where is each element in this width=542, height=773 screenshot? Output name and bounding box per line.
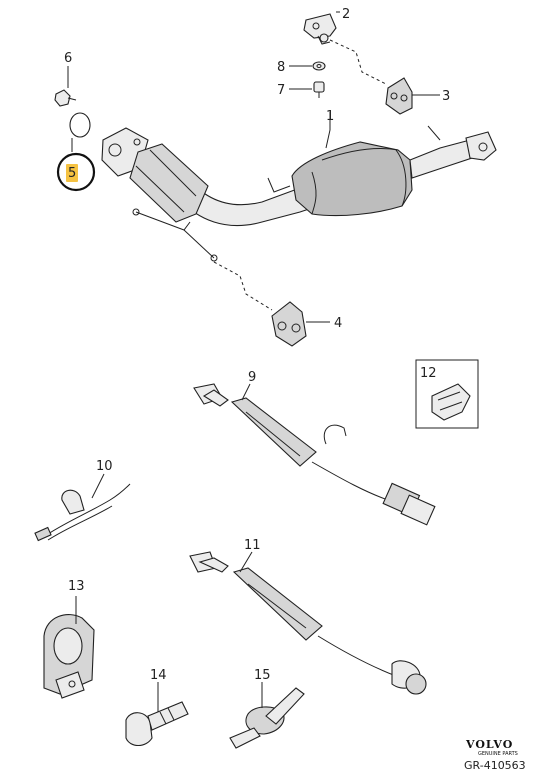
callout-leaders (67, 11, 440, 712)
part-1-exhaust-pipe[interactable] (101, 125, 497, 262)
part-5-gasket-ring[interactable] (69, 112, 91, 138)
part-label-15[interactable]: 15 (254, 668, 271, 683)
part-7-bolt[interactable] (313, 81, 325, 98)
part-number-labels: 2 3 1 4 5 6 7 8 9 10 11 12 13 14 15 (64, 7, 450, 683)
part-4-rubber-hanger[interactable] (271, 301, 307, 347)
part-15-retaining-clip[interactable] (229, 687, 305, 749)
brand-logo: VOLVO (465, 738, 513, 751)
part-label-2[interactable]: 2 (342, 7, 350, 22)
part-label-1[interactable]: 1 (326, 109, 334, 124)
part-3-rubber-hanger[interactable] (385, 77, 413, 115)
part-6-bolt[interactable] (54, 89, 77, 107)
part-label-13[interactable]: 13 (68, 579, 85, 594)
part-label-7[interactable]: 7 (277, 83, 285, 98)
part-10-cable-clip[interactable] (34, 483, 131, 542)
part-12-clip[interactable] (415, 359, 479, 429)
part-label-3[interactable]: 3 (442, 89, 450, 104)
part-label-8[interactable]: 8 (277, 60, 285, 75)
part-11-oxygen-sensor[interactable] (189, 551, 427, 695)
part-label-11[interactable]: 11 (244, 538, 261, 553)
part-label-9[interactable]: 9 (248, 370, 256, 385)
part-13-rubber-mount[interactable] (43, 614, 95, 699)
part-2-bracket-clamp[interactable] (303, 13, 337, 45)
part-9-oxygen-sensor[interactable] (193, 383, 436, 526)
part-14-bolt[interactable] (125, 701, 189, 747)
part-label-5[interactable]: 5 (68, 166, 76, 181)
part-8-washer[interactable] (312, 61, 326, 71)
part-label-14[interactable]: 14 (150, 668, 167, 683)
brand-subtitle: GENUINE PARTS (478, 751, 518, 757)
brand-block: VOLVO GENUINE PARTS GR-410563 (464, 738, 526, 772)
part-label-4[interactable]: 4 (334, 316, 342, 331)
part-label-12[interactable]: 12 (420, 366, 437, 381)
part-label-6[interactable]: 6 (64, 51, 72, 66)
diagram-reference-number: GR-410563 (464, 759, 526, 772)
part-label-10[interactable]: 10 (96, 459, 113, 474)
part-5-highlight (56, 152, 96, 192)
